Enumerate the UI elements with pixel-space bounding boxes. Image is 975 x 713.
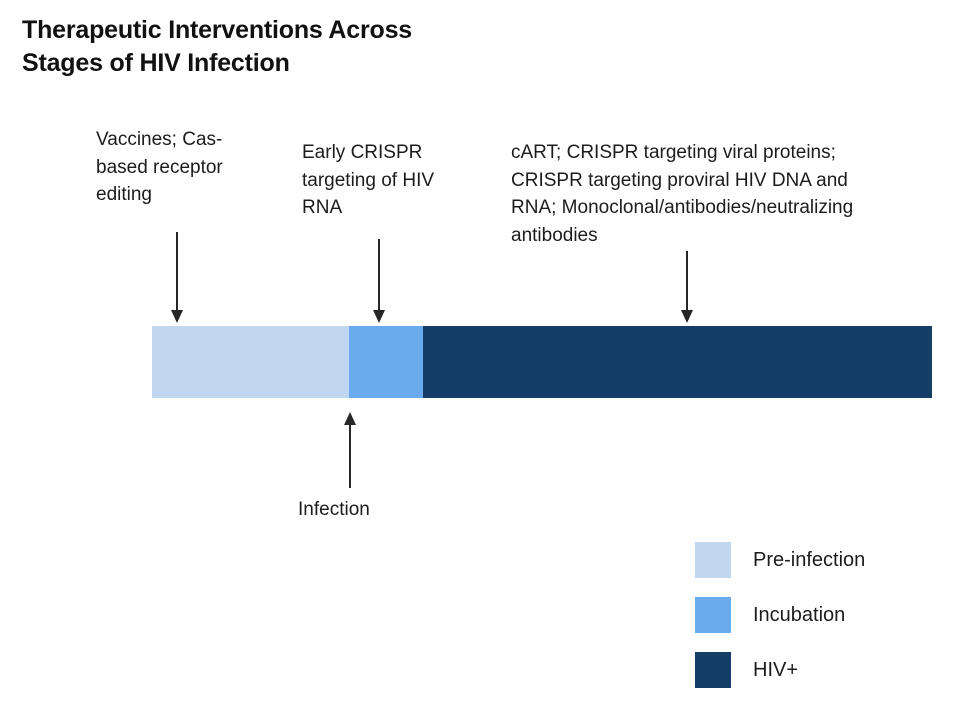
legend-label-pre-infection: Pre-infection: [753, 549, 866, 571]
arrow-up-icon-infection: [343, 412, 357, 488]
page-title: Therapeutic Interventions Across Stages …: [22, 16, 412, 77]
legend-swatch-pre-infection: [695, 542, 731, 578]
bar-segment-incubation: [349, 326, 423, 398]
arrow-down-icon-hiv-positive: [680, 251, 694, 323]
annotation-hiv-positive-interventions: cART; CRISPR targeting viral proteins; C…: [511, 142, 854, 246]
legend-label-hiv-positive: HIV+: [753, 659, 799, 681]
legend-item-hiv-positive: HIV+: [695, 652, 865, 688]
timeline-bar: [152, 326, 932, 398]
arrow-shaft: [176, 232, 178, 311]
arrow-shaft: [378, 239, 380, 311]
bar-segment-hiv-positive: [422, 326, 932, 398]
arrow-shaft: [686, 251, 688, 311]
infection-marker-label: Infection: [298, 499, 370, 520]
legend-label-incubation: Incubation: [753, 604, 846, 626]
legend: Pre-infection Incubation HIV+: [695, 542, 865, 707]
arrow-down-icon-pre-infection: [170, 232, 184, 323]
arrow-head: [344, 412, 356, 425]
arrow-head: [681, 310, 693, 323]
arrow-shaft: [349, 424, 351, 488]
arrow-head: [373, 310, 385, 323]
annotation-incubation-interventions: Early CRISPR targeting of HIV RNA: [302, 142, 435, 218]
legend-item-pre-infection: Pre-infection: [695, 542, 865, 578]
arrow-head: [171, 310, 183, 323]
legend-item-incubation: Incubation: [695, 597, 865, 633]
annotation-pre-infection-interventions: Vaccines; Cas- based receptor editing: [96, 129, 223, 205]
legend-swatch-incubation: [695, 597, 731, 633]
legend-swatch-hiv-positive: [695, 652, 731, 688]
bar-segment-pre-infection: [152, 326, 350, 398]
arrow-down-icon-incubation: [372, 239, 386, 323]
